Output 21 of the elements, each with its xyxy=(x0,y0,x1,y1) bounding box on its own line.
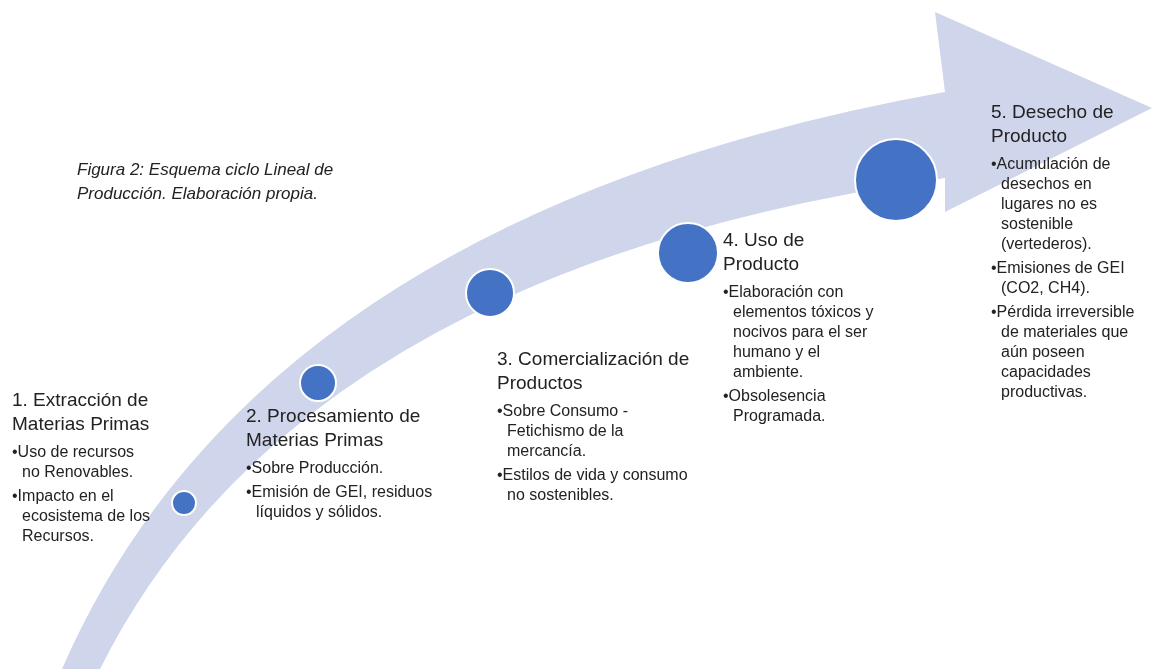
step-heading: 1. Extracción de Materias Primas xyxy=(12,388,151,436)
bullet-text: •Obsolesencia Programada. xyxy=(723,386,827,426)
step-heading: 4. Uso de Producto xyxy=(723,228,806,276)
bullet-text: •Sobre Consumo - Fetichismo de la mercancía. xyxy=(497,401,629,461)
bullet-text: •Uso de recursos no Renovables. xyxy=(12,442,136,482)
step-marker-circle xyxy=(299,364,337,402)
bullet-text: •Sobre Producción. xyxy=(246,458,385,478)
step-marker-circle xyxy=(854,138,938,222)
bullet-text: •Impacto en el ecosistema de los Recursos. xyxy=(12,486,152,546)
bullet-text: •Estilos de vida y consumo no sostenibles. xyxy=(497,465,689,505)
figure-caption: Figura 2: Esquema ciclo Lineal de Producción. Elaboración propia. xyxy=(77,159,335,205)
bullet-text: •Emisiones de GEI (CO2, CH4). xyxy=(991,258,1126,298)
bullet-text: •Acumulación de desechos en lugares no es sostenible (vertederos). xyxy=(991,154,1112,254)
step-heading: 2. Procesamiento de Materias Primas xyxy=(246,404,422,452)
bullet-text: •Emisión de GEI, residuos líquidos y sólidos. xyxy=(246,482,434,522)
bullet-text: •Pérdida irreversible de materiales que aún poseen capacidades productivas. xyxy=(991,302,1136,402)
step-heading: 5. Desecho de Producto xyxy=(991,100,1115,148)
step-heading: 3. Comercialización de Productos xyxy=(497,347,691,395)
bullet-text: •Elaboración con elementos tóxicos y nocivos para el ser humano y el ambiente. xyxy=(723,282,875,382)
step-marker-circle xyxy=(465,268,515,318)
step-marker-circle xyxy=(657,222,719,284)
